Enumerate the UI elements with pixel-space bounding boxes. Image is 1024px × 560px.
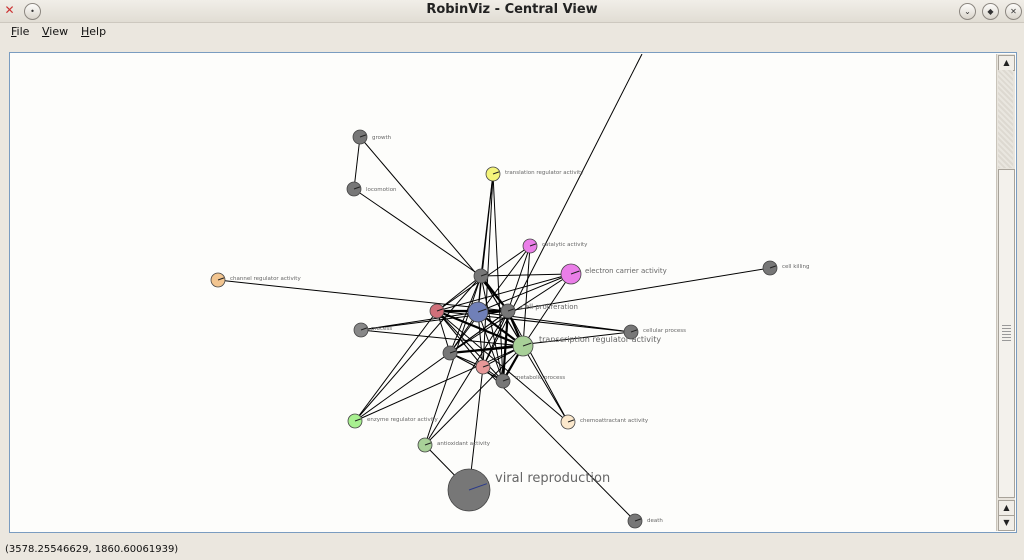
edge-translation-hubF	[482, 173, 494, 368]
node-tick-cellkilling	[769, 265, 777, 269]
edge-catalytic-transcription	[522, 245, 531, 347]
scrollbar-track-upper[interactable]	[998, 70, 1013, 168]
node-label-locomotion: locomotion	[366, 187, 397, 193]
graph-nodes	[210, 129, 778, 529]
node-label-process: process	[371, 326, 392, 332]
close-circle-icon[interactable]: ✕	[1005, 3, 1022, 20]
status-coordinates: (3578.25546629, 1860.60061939)	[5, 544, 179, 555]
chevron-down-icon[interactable]: ⌄	[959, 3, 976, 20]
edge-translation-hubC	[477, 173, 494, 313]
menu-view[interactable]: View	[42, 25, 69, 38]
menu-bar: File View Help	[0, 22, 1024, 42]
node-tick-growth	[359, 134, 367, 138]
node-tick-antioxidant	[424, 442, 432, 446]
node-tick-viral	[468, 483, 488, 491]
arrow-up-icon[interactable]: ▲	[998, 55, 1015, 71]
edge-chemo-hubD	[507, 310, 569, 423]
node-tick-locomotion	[353, 186, 361, 190]
pin-icon[interactable]: •	[24, 3, 41, 20]
node-tick-hubC	[477, 308, 487, 313]
edge-hubD-metabolic	[501, 310, 510, 382]
node-tick-cellular	[630, 329, 638, 333]
node-label-cellular: cellular process	[643, 328, 686, 334]
node-label-death: death	[647, 518, 663, 524]
node-tick-enzyme	[354, 418, 362, 422]
edge-catalytic-hubE	[449, 245, 531, 354]
title-bar: ✕ • RobinViz - Central View ⌄ ◆ ✕	[0, 0, 1024, 23]
scrollbar-thumb[interactable]	[998, 169, 1015, 498]
node-label-channel: channel regulator activity	[230, 276, 301, 282]
grip-icon	[1002, 325, 1011, 341]
edge-locomotion-hubA	[353, 188, 482, 277]
node-label-metabolic: metabolic process	[515, 375, 565, 381]
menu-file-rest: ile	[16, 25, 30, 38]
graph-edges	[217, 54, 771, 522]
menu-help[interactable]: Help	[81, 25, 107, 38]
node-tick-death	[634, 518, 642, 522]
node-tick-transcription	[522, 342, 532, 347]
edge-hubD-hubE	[449, 310, 509, 354]
node-label-enzyme: enzyme regulator activity	[367, 417, 438, 423]
node-tick-chemo	[567, 419, 575, 423]
node-tick-hubF	[482, 364, 490, 368]
edge-channel-hubD	[217, 279, 509, 312]
x-close-icon[interactable]: ✕	[4, 3, 15, 17]
arrow-up-icon-lower[interactable]: ▲	[998, 500, 1015, 516]
menu-view-rest: iew	[49, 25, 69, 38]
node-label-hubD: cell proliferation	[521, 303, 578, 311]
edge-hubC-metabolic	[477, 311, 504, 382]
node-label-chemo: chemoattractant activity	[580, 418, 649, 424]
edge-electron-hubB	[436, 273, 572, 312]
edge-hubA-hubE	[449, 275, 482, 354]
edge-metabolic-hubA	[480, 275, 504, 382]
restore-icon[interactable]: ◆	[982, 3, 999, 20]
node-label-translation: translation regulator activity	[505, 170, 584, 176]
node-tick-electron	[570, 270, 580, 275]
edge-metabolic-hubB	[436, 310, 504, 382]
graph-canvas[interactable]: growth locomotion translation regulator ac…	[11, 54, 995, 531]
node-label-growth: growth	[372, 135, 392, 141]
edge-antioxidant-transcription	[424, 345, 524, 446]
edge-enzyme-hubB	[354, 310, 438, 422]
menu-file[interactable]: File	[11, 25, 30, 38]
node-label-cellkilling: cell killing	[782, 264, 810, 270]
edge-hubE-transcription	[449, 344, 524, 355]
graph-labels: growth locomotion translation regulator ac…	[230, 135, 810, 524]
edge-growth-locomotion	[353, 136, 361, 190]
edge-electron-transcription	[522, 273, 572, 347]
edge-process-hubC	[360, 311, 479, 331]
node-tick-hubB	[436, 308, 444, 312]
edge-electron-hubA	[480, 273, 572, 277]
node-tick-process	[360, 327, 368, 331]
edge-hubA-hubB	[436, 275, 482, 312]
edge-catalytic-hubD	[507, 245, 531, 312]
node-tick-hubE	[449, 350, 457, 354]
node-tick-hubA	[480, 273, 488, 277]
menu-help-rest: elp	[89, 25, 107, 38]
edge-electron-hubC	[477, 273, 572, 313]
graph-view-frame: growth locomotion translation regulator ac…	[9, 52, 1017, 533]
network-graph[interactable]: growth locomotion translation regulator ac…	[11, 54, 995, 531]
node-label-transcription: transcription regulator activity	[539, 335, 661, 344]
node-label-electron: electron carrier activity	[585, 267, 667, 275]
node-label-catalytic: catalytic activity	[542, 242, 588, 248]
edge-offscreen	[482, 54, 643, 368]
node-tick-catalytic	[529, 243, 537, 247]
edge-enzyme-hubA	[354, 275, 482, 422]
edge-death-hubF	[482, 366, 636, 522]
node-label-viral: viral reproduction	[495, 471, 610, 486]
edge-process-transcription	[360, 329, 524, 347]
node-tick-hubD	[507, 308, 515, 312]
node-tick-translation	[492, 171, 500, 175]
node-label-antioxidant: antioxidant activity	[437, 441, 491, 447]
arrow-down-icon[interactable]: ▼	[998, 515, 1015, 531]
node-tick-metabolic	[502, 378, 510, 382]
edge-translation-metabolic	[492, 173, 504, 382]
edge-hubD-hubF	[482, 310, 509, 368]
window-title: RobinViz - Central View	[426, 2, 598, 17]
vertical-scrollbar[interactable]: ▲ ▲ ▼	[996, 54, 1015, 531]
node-tick-channel	[217, 277, 225, 281]
